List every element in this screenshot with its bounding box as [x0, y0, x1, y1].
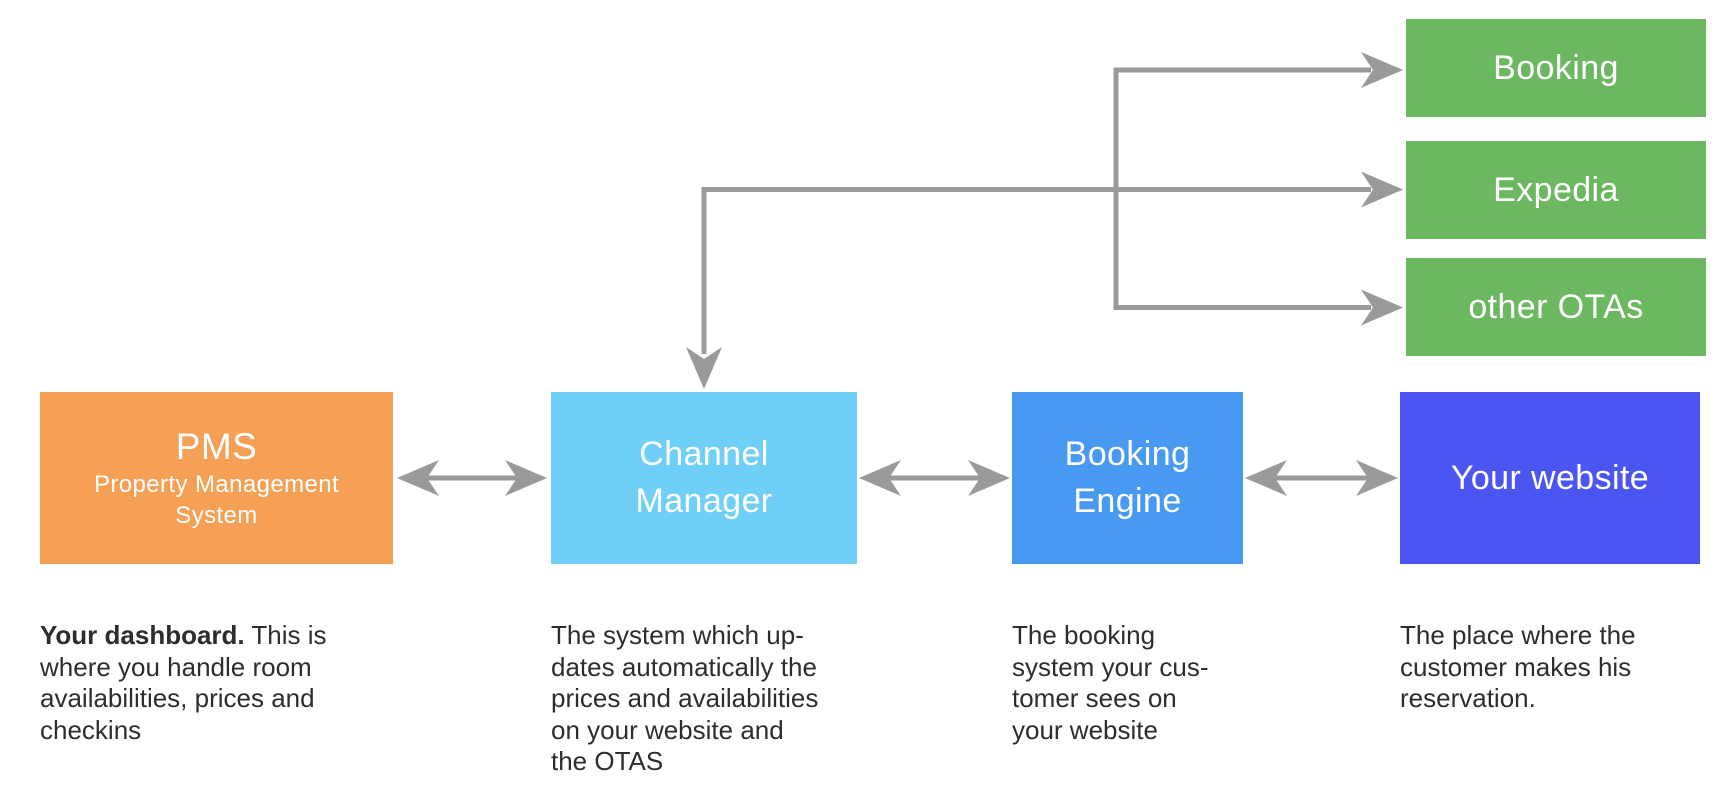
arrowhead-left-icon [859, 460, 901, 496]
description-pms: Your dashboard. This is where you handle… [40, 620, 327, 746]
arrowhead-left-icon [1245, 460, 1287, 496]
node-pms: PMS Property Management System [40, 392, 393, 564]
node-ota-booking: Booking [1406, 19, 1706, 117]
description-booking-engine: The booking system your cus- tomer sees … [1012, 620, 1209, 746]
booking-engine-label-line2: Engine [1073, 482, 1182, 520]
node-ota-expedia: Expedia [1406, 141, 1706, 239]
arrow-be-website [1245, 460, 1398, 496]
arrowhead-to-booking-icon [1361, 52, 1403, 88]
description-line: dates automatically the [551, 651, 817, 682]
description-line: checkins [40, 714, 142, 745]
description-line: availabilities, prices and [40, 683, 315, 713]
node-channel-manager: Channel Manager [551, 392, 857, 564]
description-line: on your website and [551, 714, 784, 745]
node-booking-engine: Booking Engine [1012, 392, 1243, 564]
description-line: where you handle room [40, 651, 312, 682]
arrowhead-right-icon [968, 460, 1010, 496]
pms-subtitle-line1: Property Management [93, 471, 340, 498]
description-channel-manager: The system which up- dates automatically… [551, 620, 818, 778]
ota-booking-label: Booking [1493, 48, 1619, 87]
description-line: The place where the [1400, 620, 1636, 650]
booking-engine-label-line1: Booking [1064, 435, 1191, 473]
description-line: prices and availabilities [551, 683, 819, 713]
description-line: the OTAS [551, 746, 664, 776]
your-website-label: Your website [1450, 458, 1650, 497]
description-lead: Your dashboard. [40, 620, 245, 650]
arrowhead-right-icon [505, 460, 547, 496]
ota-other-label: other OTAs [1468, 287, 1644, 326]
arrowhead-left-icon [397, 460, 439, 496]
connector-cm-otas [686, 52, 1403, 389]
arrow-pms-cm [397, 460, 547, 496]
pms-title: PMS [175, 426, 258, 467]
description-your-website: The place where the customer makes his r… [1400, 620, 1636, 715]
description-line: Your dashboard. This is [40, 620, 327, 650]
arrowhead-down-to-cm-icon [686, 347, 722, 389]
node-your-website: Your website [1400, 392, 1700, 564]
description-line: The booking [1012, 620, 1156, 650]
ota-expedia-label: Expedia [1493, 170, 1619, 209]
node-ota-other: other OTAs [1406, 258, 1706, 356]
channel-manager-label-line2: Manager [635, 482, 773, 520]
pms-subtitle-line2: System [175, 502, 258, 529]
description-line: customer makes his [1400, 651, 1632, 682]
description-line: The system which up- [551, 620, 804, 650]
description-line: tomer sees on [1012, 683, 1177, 713]
arrowhead-right-icon [1356, 460, 1398, 496]
description-line: reservation. [1400, 683, 1536, 713]
description-line: system your cus- [1012, 651, 1209, 682]
arrowhead-to-expedia-icon [1361, 171, 1403, 208]
arrowhead-to-other-otas-icon [1361, 289, 1403, 326]
description-line: your website [1012, 714, 1158, 745]
arrow-cm-be [859, 460, 1010, 496]
channel-manager-label-line1: Channel [639, 435, 769, 473]
